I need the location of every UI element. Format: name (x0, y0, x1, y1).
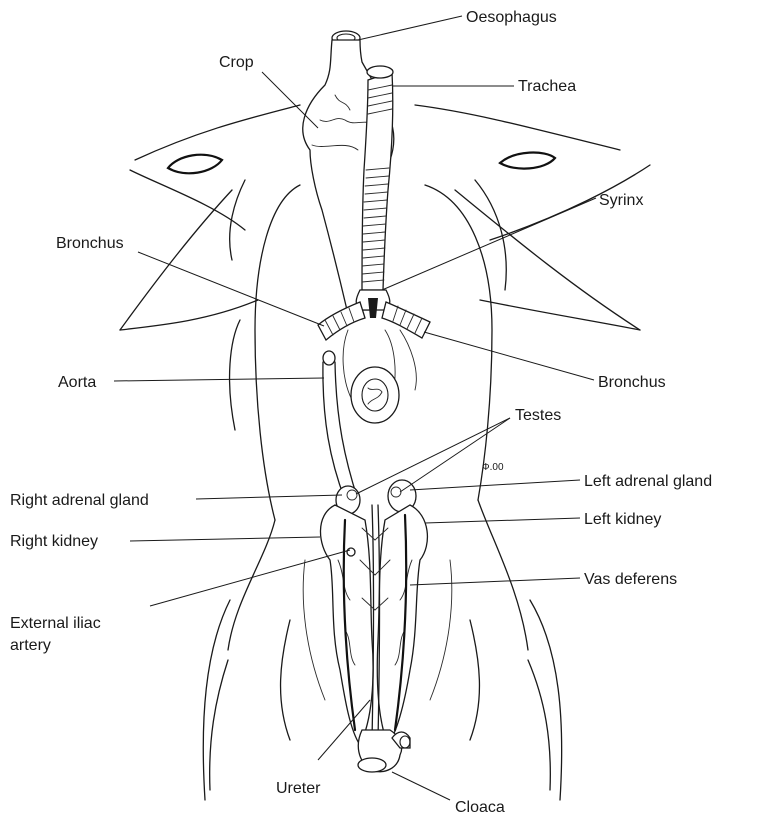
label-left-adrenal-gland: Left adrenal gland (584, 473, 712, 490)
label-crop: Crop (219, 54, 254, 71)
aorta (323, 351, 358, 500)
syrinx-bronchi (318, 290, 430, 340)
label-bronchus-right: Bronchus (598, 374, 666, 391)
label-bronchus-left: Bronchus (56, 235, 124, 252)
label-right-kidney: Right kidney (10, 533, 98, 550)
label-ureter: Ureter (276, 780, 321, 797)
label-right-adrenal-gland: Right adrenal gland (10, 492, 149, 509)
label-testes: Testes (515, 407, 561, 424)
label-oesophagus: Oesophagus (466, 9, 557, 26)
artist-signature: Ф.00 (482, 462, 504, 473)
gizzard-section (351, 367, 399, 423)
label-external-iliac-artery-line1: External iliac (10, 615, 101, 632)
label-left-kidney: Left kidney (584, 511, 661, 528)
label-vas-deferens: Vas deferens (584, 571, 677, 588)
label-syrinx: Syrinx (599, 192, 643, 209)
label-cloaca: Cloaca (455, 799, 505, 816)
label-external-iliac-artery-line2: artery (10, 637, 51, 654)
cloaca (358, 730, 410, 772)
label-aorta: Aorta (58, 374, 96, 391)
label-trachea: Trachea (518, 78, 576, 95)
